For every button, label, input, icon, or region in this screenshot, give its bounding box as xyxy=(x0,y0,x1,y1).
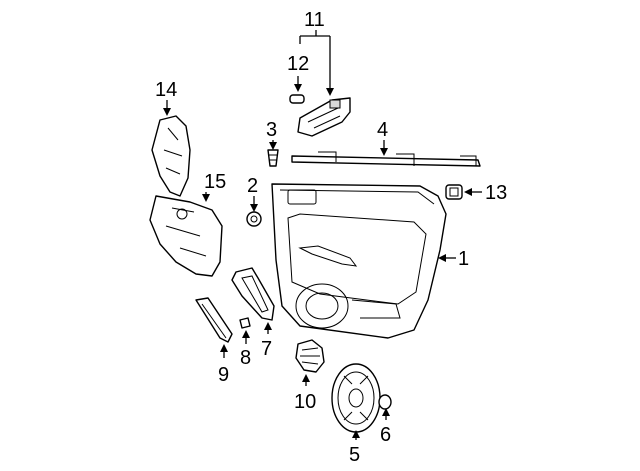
callout-6: 6 xyxy=(380,424,391,446)
push-pin-part xyxy=(246,211,262,227)
weatherstrip-part xyxy=(291,151,481,167)
callout-13: 13 xyxy=(485,182,507,204)
clip-part xyxy=(267,149,279,167)
callout-labels: 1 2 3 4 5 6 7 8 9 10 11 12 13 14 15 xyxy=(155,9,507,466)
upper-insulator-part xyxy=(151,115,191,197)
plug-part xyxy=(378,394,392,410)
trim-cover-part xyxy=(195,297,233,343)
callout-5: 5 xyxy=(349,444,360,466)
pull-handle-part xyxy=(231,267,275,321)
callout-14: 14 xyxy=(155,79,177,101)
callout-10: 10 xyxy=(294,391,316,413)
callout-3: 3 xyxy=(266,119,277,141)
screw-part xyxy=(239,317,251,329)
lower-insulator-part xyxy=(149,195,223,277)
callout-2: 2 xyxy=(247,175,258,197)
callout-4: 4 xyxy=(377,119,388,141)
callout-15: 15 xyxy=(204,171,226,193)
bulb-part xyxy=(289,94,305,104)
callout-8: 8 xyxy=(240,347,251,369)
callout-7: 7 xyxy=(261,338,272,360)
grille-part xyxy=(295,339,325,373)
callout-12: 12 xyxy=(287,53,309,75)
callout-11: 11 xyxy=(304,9,325,31)
leader-lines xyxy=(163,30,482,440)
callout-1: 1 xyxy=(458,248,469,270)
switch-assembly-part xyxy=(297,97,351,137)
callout-9: 9 xyxy=(218,364,229,386)
speaker-part xyxy=(331,363,381,433)
door-trim-panel-part xyxy=(271,183,447,339)
stopper-part xyxy=(445,184,463,200)
